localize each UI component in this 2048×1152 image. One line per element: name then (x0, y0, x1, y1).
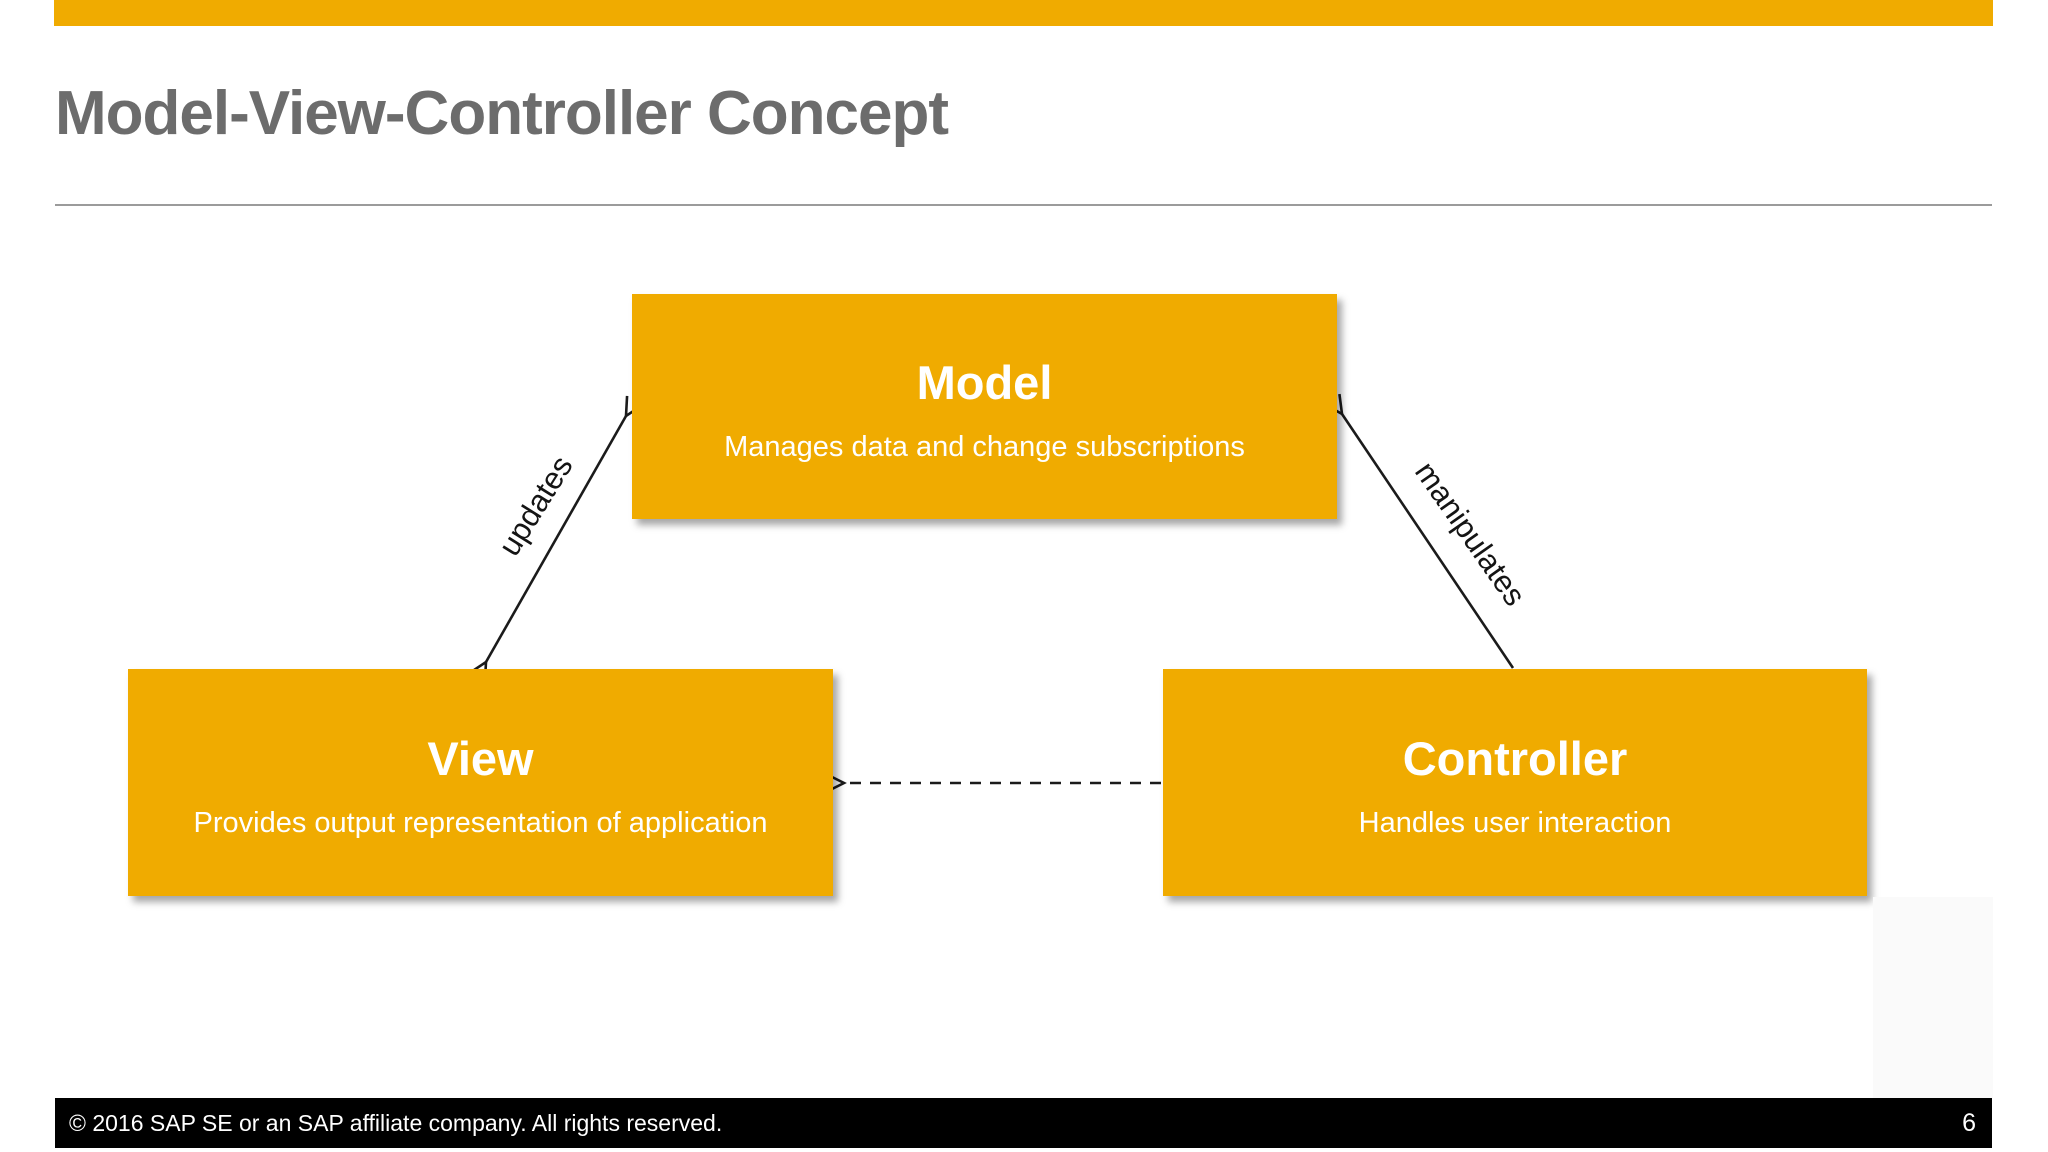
view-box: View Provides output representation of a… (128, 669, 833, 896)
title-divider (55, 204, 1992, 206)
footer-page-number: 6 (1962, 1108, 1976, 1137)
model-box-subtitle: Manages data and change subscriptions (724, 431, 1245, 464)
slide-title: Model-View-Controller Concept (55, 79, 949, 148)
footer-copyright: © 2016 SAP SE or an SAP affiliate compan… (69, 1109, 723, 1136)
view-box-title: View (427, 732, 534, 786)
controller-box: Controller Handles user interaction (1163, 669, 1867, 896)
model-box: Model Manages data and change subscripti… (632, 294, 1337, 519)
updates-double-arrow (468, 395, 644, 683)
page-edge-artifact (1873, 897, 1993, 1098)
view-box-subtitle: Provides output representation of applic… (193, 807, 768, 840)
footer-bar: © 2016 SAP SE or an SAP affiliate compan… (55, 1098, 1992, 1148)
top-accent-bar (54, 0, 1993, 26)
controller-box-title: Controller (1402, 732, 1628, 786)
model-box-title: Model (916, 356, 1053, 410)
controller-box-subtitle: Handles user interaction (1358, 807, 1672, 840)
manipulates-arrow (1323, 393, 1515, 669)
